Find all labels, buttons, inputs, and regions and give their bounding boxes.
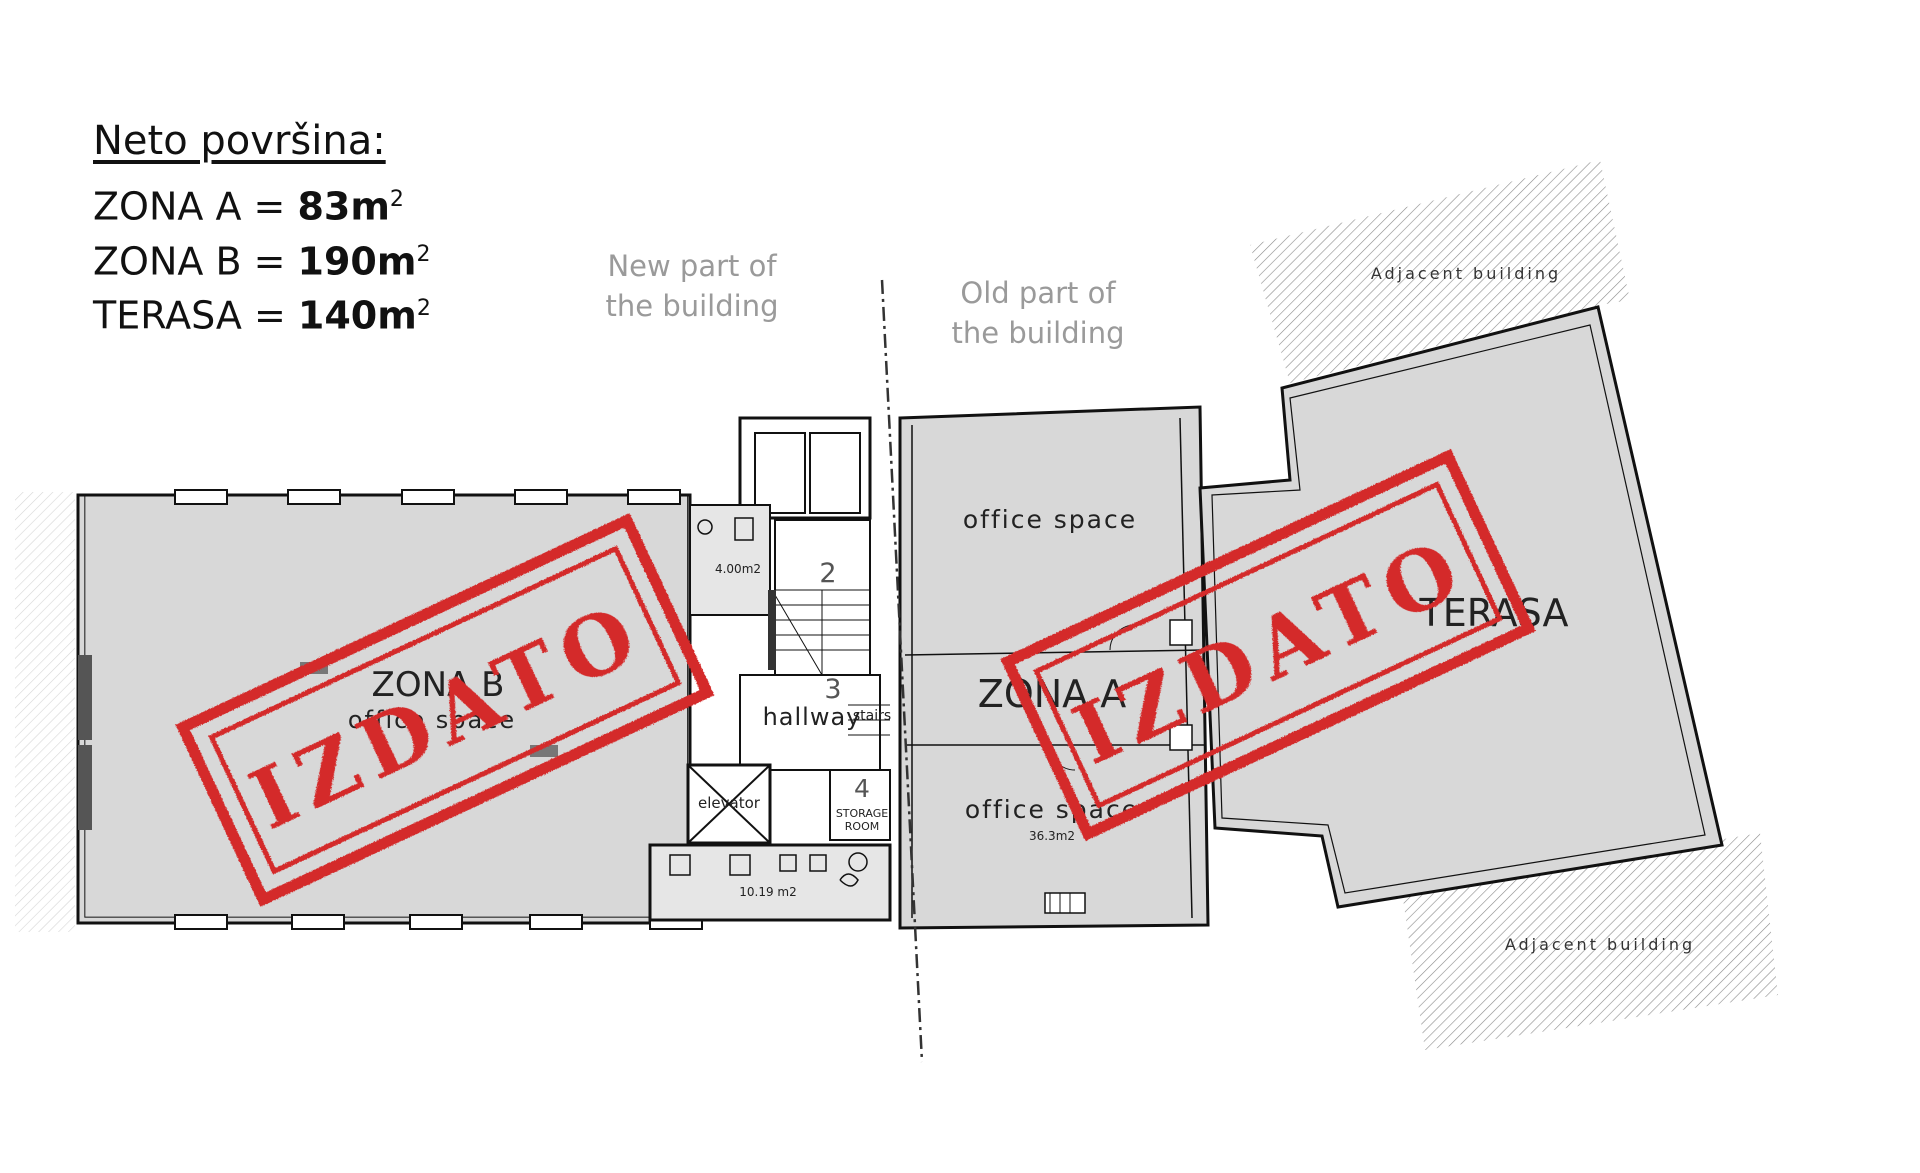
- adjacent-left-edge: [15, 492, 75, 932]
- storage-label-1: STORAGE: [836, 807, 888, 820]
- central-core: [648, 416, 892, 922]
- stairs-label: stairs: [853, 708, 891, 724]
- zona-b-area: [76, 489, 703, 930]
- old-part-line1: Old part of: [960, 276, 1116, 310]
- terasa-label: TERASA: [1419, 591, 1569, 635]
- adjacent-bottom-label: Adjacent building: [1505, 935, 1695, 954]
- office-top-label: office space: [963, 505, 1137, 534]
- hallway-number-3: 3: [824, 674, 841, 705]
- wc-area-label: 4.00m2: [715, 562, 761, 576]
- zona-a-area: [898, 405, 1210, 930]
- legend-zona-a: ZONA A = 83m2: [93, 184, 404, 229]
- office-bottom-area: 36.3m2: [1029, 829, 1075, 843]
- elevator-label: elevator: [698, 794, 761, 812]
- zona-b-label: ZONA B: [372, 665, 505, 705]
- zona-b-sub-label: office space: [348, 706, 516, 734]
- old-part-line2: the building: [952, 316, 1125, 350]
- legend-heading: Neto površina:: [93, 118, 386, 164]
- new-part-line2: the building: [606, 289, 779, 323]
- new-part-line1: New part of: [607, 249, 777, 283]
- kitchen-area-label: 10.19 m2: [739, 885, 797, 899]
- storage-label-2: ROOM: [845, 820, 879, 833]
- adjacent-building-bottom: Adjacent building: [1402, 833, 1778, 1050]
- legend-zona-b: ZONA B = 190m2: [93, 239, 431, 284]
- legend-terasa: TERASA = 140m2: [93, 293, 431, 338]
- building-division-line: [880, 279, 924, 1063]
- storage-number-4: 4: [854, 774, 870, 803]
- stair-number-2: 2: [819, 558, 836, 589]
- adjacent-building-top: Adjacent building: [1250, 160, 1630, 383]
- hallway-label: hallway: [763, 703, 862, 731]
- area-legend: Neto površina: ZONA A = 83m2 ZONA B = 19…: [93, 118, 431, 340]
- terasa-area: [1198, 305, 1724, 909]
- adjacent-top-label: Adjacent building: [1371, 264, 1561, 283]
